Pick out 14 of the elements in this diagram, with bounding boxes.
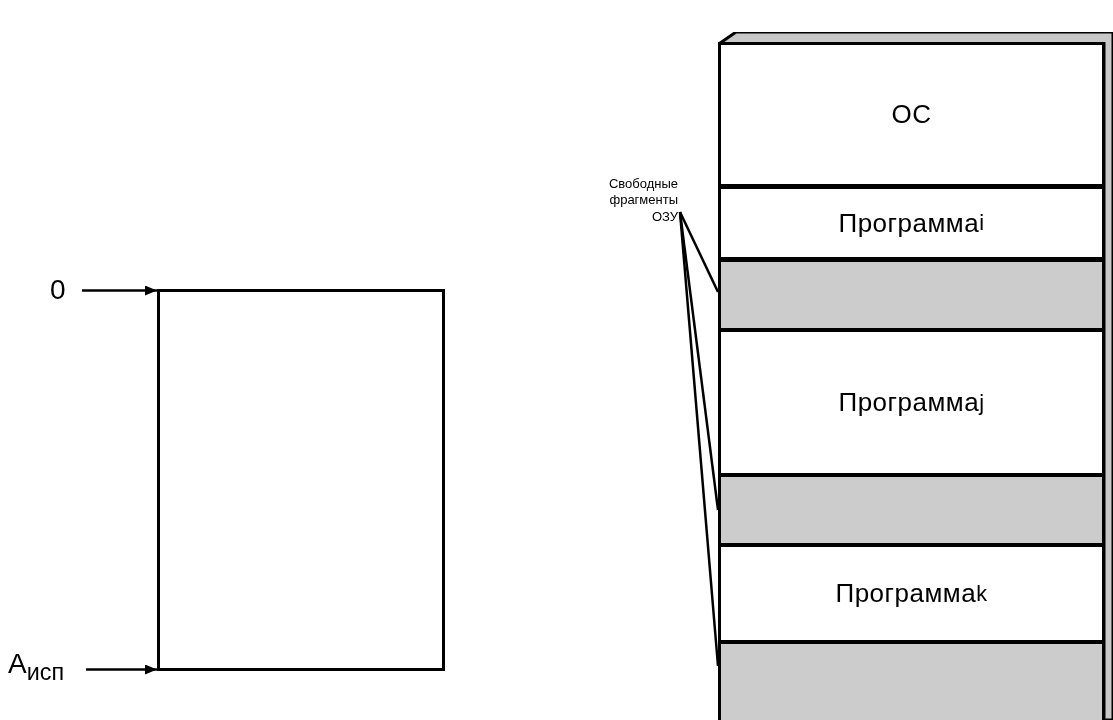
arrow (86, 664, 157, 675)
leader-line (678, 211, 720, 511)
memory-block (157, 289, 445, 671)
free-memory-segment (718, 641, 1105, 720)
program-segment: ОС (718, 42, 1105, 187)
free-memory-segment (718, 259, 1105, 331)
address-label: 0 (50, 274, 74, 306)
leader-line (678, 211, 720, 293)
leader-line (678, 211, 720, 667)
memory-stack (718, 32, 1113, 720)
arrow (82, 285, 157, 296)
address-label: A$_{исп}$ (8, 648, 78, 692)
callout-text: Свободные фрагменты ОЗУ (600, 176, 678, 232)
free-memory-segment (718, 474, 1105, 546)
